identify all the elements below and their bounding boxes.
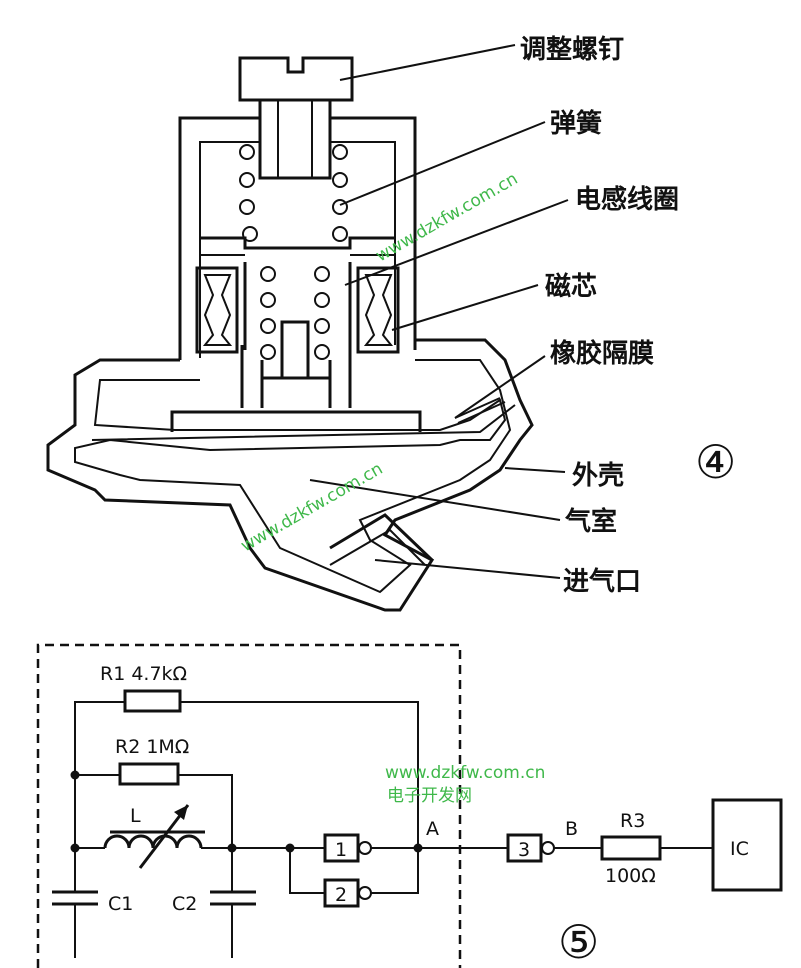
inductance-coil-left bbox=[195, 266, 239, 354]
label-gate-1: 1 bbox=[335, 839, 347, 861]
label-air-chamber: 气室 bbox=[564, 506, 617, 537]
figure-number-4: ④ bbox=[695, 435, 736, 489]
label-gate-3: 3 bbox=[518, 839, 530, 861]
label-r2: R2 1MΩ bbox=[115, 736, 189, 758]
label-magnetic-core: 磁芯 bbox=[545, 271, 597, 302]
spring-upper bbox=[239, 144, 348, 242]
resistor-r1 bbox=[123, 689, 182, 713]
magnetic-core bbox=[280, 320, 310, 378]
inductor-l bbox=[103, 834, 203, 849]
label-node-b: B bbox=[565, 818, 578, 840]
watermark-2: www.dzkfw.com.cn bbox=[238, 459, 387, 557]
diaphragm-plate bbox=[170, 410, 422, 432]
label-c1: C1 bbox=[108, 893, 133, 915]
label-adjust-screw: 调整螺钉 bbox=[520, 34, 624, 65]
air-inlet bbox=[329, 513, 434, 562]
label-inductance-coil: 电感线圈 bbox=[575, 185, 679, 215]
resistor-r3 bbox=[600, 835, 662, 861]
label-air-inlet: 进气口 bbox=[563, 566, 641, 597]
label-c2: C2 bbox=[172, 893, 197, 915]
label-ic: IC bbox=[730, 838, 749, 860]
watermark-name: 电子开发网 bbox=[387, 786, 472, 806]
label-r3-value: 100Ω bbox=[605, 865, 656, 887]
label-r3-name: R3 bbox=[620, 810, 645, 832]
label-outer-shell: 外壳 bbox=[572, 461, 624, 491]
label-node-a: A bbox=[426, 818, 439, 840]
label-r1: R1 4.7kΩ bbox=[100, 663, 187, 685]
rubber-diaphragm bbox=[91, 404, 516, 441]
outer-shell bbox=[46, 338, 534, 612]
spring-lower bbox=[260, 266, 330, 360]
ic-block bbox=[711, 798, 783, 892]
sensor-cross-section bbox=[46, 44, 569, 612]
figure-number-5: ⑤ bbox=[558, 915, 599, 968]
label-spring: 弹簧 bbox=[550, 108, 602, 139]
label-rubber-diaphragm: 橡胶隔膜 bbox=[550, 338, 654, 369]
label-gate-2: 2 bbox=[335, 884, 347, 906]
adjust-screw bbox=[238, 56, 354, 102]
label-inductor: L bbox=[130, 805, 141, 827]
housing-upper bbox=[178, 116, 417, 360]
watermark-url: www.dzkfw.com.cn bbox=[385, 763, 545, 783]
oscillator-circuit bbox=[36, 643, 783, 968]
dashed-module-frame bbox=[36, 643, 462, 968]
inductance-coil-right bbox=[356, 266, 400, 354]
resistor-r2 bbox=[118, 762, 180, 786]
